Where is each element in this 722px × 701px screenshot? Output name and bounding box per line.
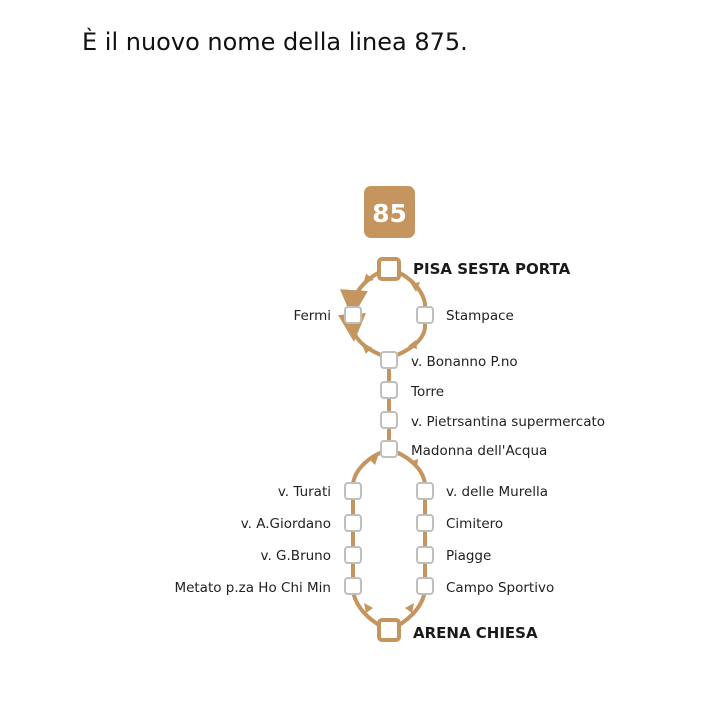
arrow-bottom-right-end <box>405 603 414 613</box>
stop-label-campo: Campo Sportivo <box>446 580 554 596</box>
stop-marker-torre <box>380 381 398 399</box>
stop-marker-murella <box>416 482 434 500</box>
stop-label-madonna: Madonna dell'Acqua <box>411 443 547 459</box>
stop-label-arena: ARENA CHIESA <box>413 624 538 642</box>
stop-marker-turati <box>344 482 362 500</box>
stop-label-bruno: v. G.Bruno <box>261 548 331 564</box>
stop-marker-stampace <box>416 306 434 324</box>
stop-marker-pietrsantina <box>380 411 398 429</box>
stop-marker-bruno <box>344 546 362 564</box>
stop-marker-campo <box>416 577 434 595</box>
arrow-mid-right <box>408 340 417 349</box>
stop-marker-giordano <box>344 514 362 532</box>
arrow-top-right <box>411 282 420 292</box>
stop-marker-fermi <box>344 306 362 324</box>
stop-label-cimitero: Cimitero <box>446 516 503 532</box>
arrow-bottom-left <box>368 456 378 465</box>
route-bottom-right <box>387 448 427 632</box>
stop-marker-arena <box>377 618 401 642</box>
stop-label-turati: v. Turati <box>278 484 331 500</box>
stop-marker-pisa <box>377 257 401 281</box>
stop-label-torre: Torre <box>410 384 444 400</box>
stop-marker-bonanno <box>380 351 398 369</box>
stop-marker-piagge <box>416 546 434 564</box>
stop-label-fermi: Fermi <box>293 308 331 324</box>
stop-label-pietrsantina: v. Pietrsantina supermercato <box>411 414 605 430</box>
stop-label-stampace: Stampace <box>446 308 514 324</box>
stop-label-metato: Metato p.za Ho Chi Min <box>174 580 331 596</box>
stop-marker-metato <box>344 577 362 595</box>
line-badge <box>364 186 415 238</box>
arrow-top-left <box>363 273 374 284</box>
arrow-bottom-left-end <box>364 603 373 613</box>
arrow-bottom-right-top <box>409 459 418 468</box>
stop-marker-cimitero <box>416 514 434 532</box>
intro-text: È il nuovo nome della linea 875. <box>82 28 468 56</box>
stop-label-pisa: PISA SESTA PORTA <box>413 260 571 278</box>
route-bottom-left <box>351 448 391 632</box>
stop-label-piagge: Piagge <box>446 548 491 564</box>
stop-label-murella: v. delle Murella <box>446 484 548 500</box>
line-number: 85 <box>372 199 407 228</box>
stop-marker-madonna <box>380 440 398 458</box>
arrow-mid-left <box>362 345 372 354</box>
stop-label-bonanno: v. Bonanno P.no <box>411 354 518 370</box>
stop-label-giordano: v. A.Giordano <box>241 516 331 532</box>
